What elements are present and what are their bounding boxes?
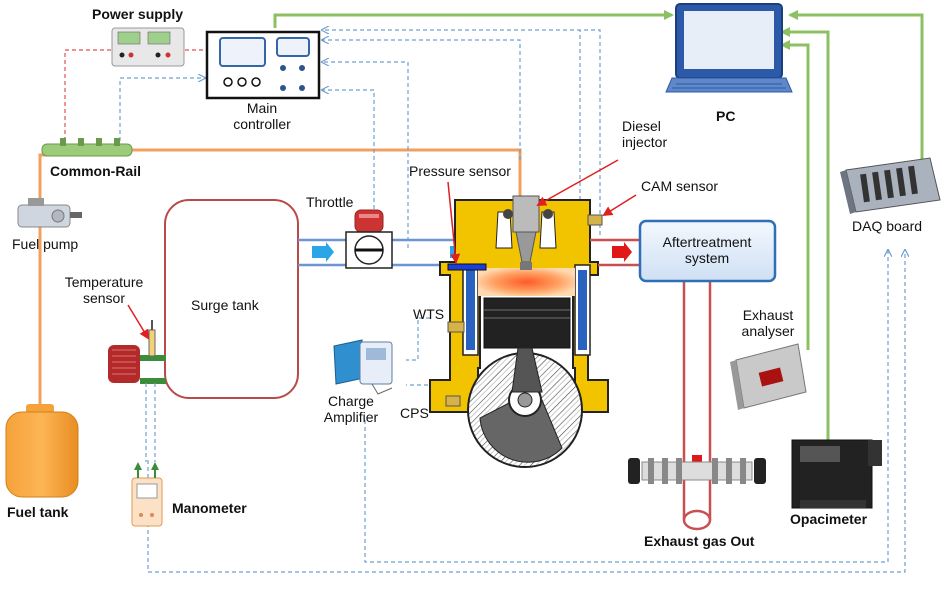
label-cam-sensor: CAM sensor	[641, 178, 719, 194]
air-filter-device	[108, 345, 166, 384]
pressure-sensor-pointer	[447, 181, 461, 264]
wts-sensor-device	[447, 321, 465, 333]
cps-sensor-device	[445, 395, 461, 407]
label-throttle: Throttle	[306, 194, 354, 210]
common-rail-device	[41, 138, 133, 157]
fuel-tank-device	[5, 404, 79, 498]
pressure-sensor-device	[447, 263, 487, 271]
opacimeter-device	[791, 439, 882, 509]
exhaust-analyser-device	[730, 343, 807, 410]
label-manometer: Manometer	[172, 500, 247, 516]
engine-block	[429, 199, 609, 413]
label-exhaust-analyser: Exhaust analyser	[741, 307, 795, 339]
surge-tank-box	[164, 199, 299, 399]
label-cps: CPS	[400, 405, 429, 421]
power-supply-device	[111, 27, 185, 67]
label-pc: PC	[716, 108, 736, 124]
label-temperature-sensor: Temperature sensor	[64, 274, 144, 306]
main-controller-device	[205, 30, 321, 100]
label-power-supply: Power supply	[92, 6, 184, 22]
throttle-device	[345, 209, 393, 269]
temperature-sensor-device	[148, 320, 156, 357]
cam-sensor-device	[587, 214, 603, 226]
crankshaft-device	[467, 347, 583, 468]
label-wts: WTS	[413, 306, 445, 322]
temp-sensor-pointer	[127, 304, 150, 340]
manometer-dashed-lines	[145, 383, 156, 462]
manometer-device	[131, 462, 163, 527]
label-common-rail: Common-Rail	[50, 163, 141, 179]
label-surge-tank: Surge tank	[191, 297, 259, 313]
cam-sensor-pointer	[602, 194, 637, 217]
fuel-pump-device	[17, 198, 82, 228]
label-opacimeter: Opacimeter	[790, 511, 868, 527]
label-daq-board: DAQ board	[852, 218, 923, 234]
label-pressure-sensor: Pressure sensor	[409, 163, 511, 179]
signal-lines	[273, 10, 924, 440]
muffler-device	[628, 458, 766, 484]
label-fuel-tank: Fuel tank	[7, 504, 69, 520]
power-lines	[64, 49, 210, 148]
label-exhaust-gas-out: Exhaust gas Out	[644, 533, 755, 549]
charge-amplifier-device	[333, 339, 393, 395]
label-fuel-pump: Fuel pump	[12, 236, 79, 252]
pc-monitor	[665, 3, 793, 93]
label-diesel-injector: Diesel injector	[622, 118, 668, 150]
daq-board-device	[840, 157, 941, 214]
label-charge-amplifier: Charge Amplifier	[323, 393, 379, 425]
aftertreatment-system-box	[638, 219, 777, 283]
label-main-controller: Main controller	[233, 100, 291, 132]
label-aftertreatment-system: Aftertreatment system	[662, 234, 752, 266]
diesel-injector-device	[512, 195, 540, 270]
injector-pointer	[536, 159, 619, 206]
